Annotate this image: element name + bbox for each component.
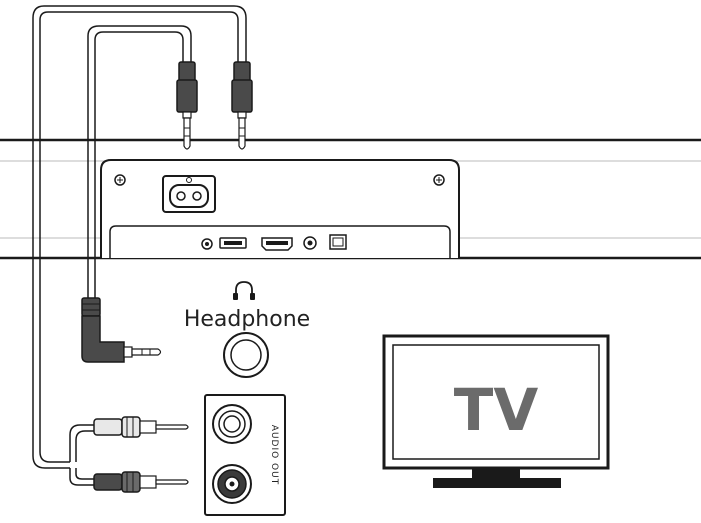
- rca-plug-red-icon: [93, 471, 189, 493]
- cables: [32, 5, 247, 486]
- tv-icon: TV: [382, 334, 610, 488]
- rca-jack-red-icon: [212, 464, 252, 504]
- power-socket-icon: [162, 175, 216, 213]
- headphone-icon: [233, 281, 255, 300]
- rear-panel: [100, 159, 460, 258]
- screw-right-icon: [433, 174, 445, 186]
- headphone-jack-icon: [223, 332, 269, 378]
- plug-right-angle-icon: [81, 297, 162, 363]
- plug-top-left-icon: [176, 61, 198, 150]
- rca-jack-white-icon: [212, 404, 252, 444]
- rca-plug-white-icon: [93, 416, 189, 438]
- hdmi-port-icon: [261, 237, 293, 251]
- usb-port-icon: [219, 237, 247, 249]
- optical-port-icon: [329, 234, 347, 250]
- aux-port-icon: [201, 238, 213, 250]
- coaxial-port-icon: [303, 236, 317, 250]
- audio-out-panel: AUDIO OUT: [204, 394, 286, 516]
- headphone-label: Headphone: [184, 307, 310, 332]
- audio-out-label: AUDIO OUT: [269, 425, 279, 485]
- tv-label: TV: [454, 376, 539, 444]
- plug-top-right-icon: [231, 61, 253, 150]
- screw-left-icon: [114, 174, 126, 186]
